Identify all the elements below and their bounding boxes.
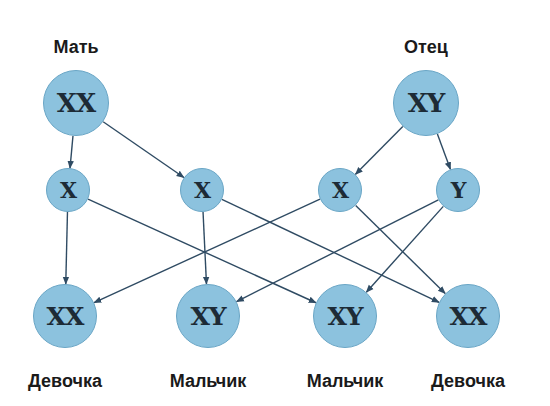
parent-circle: ОтецXY: [393, 70, 459, 136]
chromosome-set: XY: [314, 302, 376, 331]
gamete-circle: X: [180, 168, 224, 212]
chromosome-set: XX: [34, 302, 96, 331]
inheritance-arrow: [437, 134, 450, 169]
chromosome-set: Y: [437, 177, 479, 203]
parent-circle: МатьXX: [43, 70, 109, 136]
offspring-circle: XYМальчик: [313, 284, 377, 348]
child-label: Девочка: [28, 371, 102, 392]
child-label: Девочка: [431, 371, 505, 392]
gamete-circle: X: [46, 168, 90, 212]
inheritance-arrow: [70, 136, 73, 168]
offspring-circle: XYМальчик: [176, 284, 240, 348]
chromosome-set: XX: [437, 302, 499, 331]
inheritance-arrow: [203, 212, 206, 284]
chromosome-set: X: [181, 177, 223, 203]
chromosome-set: XY: [177, 302, 239, 331]
child-label: Мальчик: [170, 371, 247, 392]
offspring-circle: XXДевочка: [436, 284, 500, 348]
inheritance-arrow: [355, 126, 402, 174]
parent-label: Отец: [404, 37, 448, 58]
parent-label: Мать: [53, 37, 98, 58]
child-label: Мальчик: [307, 371, 384, 392]
chromosome-set: X: [47, 177, 89, 203]
inheritance-arrow: [66, 212, 68, 284]
gamete-circle: Y: [436, 168, 480, 212]
chromosome-set: XX: [44, 88, 108, 118]
chromosome-set: X: [319, 177, 361, 203]
inheritance-arrow: [366, 206, 443, 292]
gamete-circle: X: [318, 168, 362, 212]
inheritance-arrow: [103, 122, 184, 178]
offspring-circle: XXДевочка: [33, 284, 97, 348]
chromosome-set: XY: [394, 88, 458, 118]
